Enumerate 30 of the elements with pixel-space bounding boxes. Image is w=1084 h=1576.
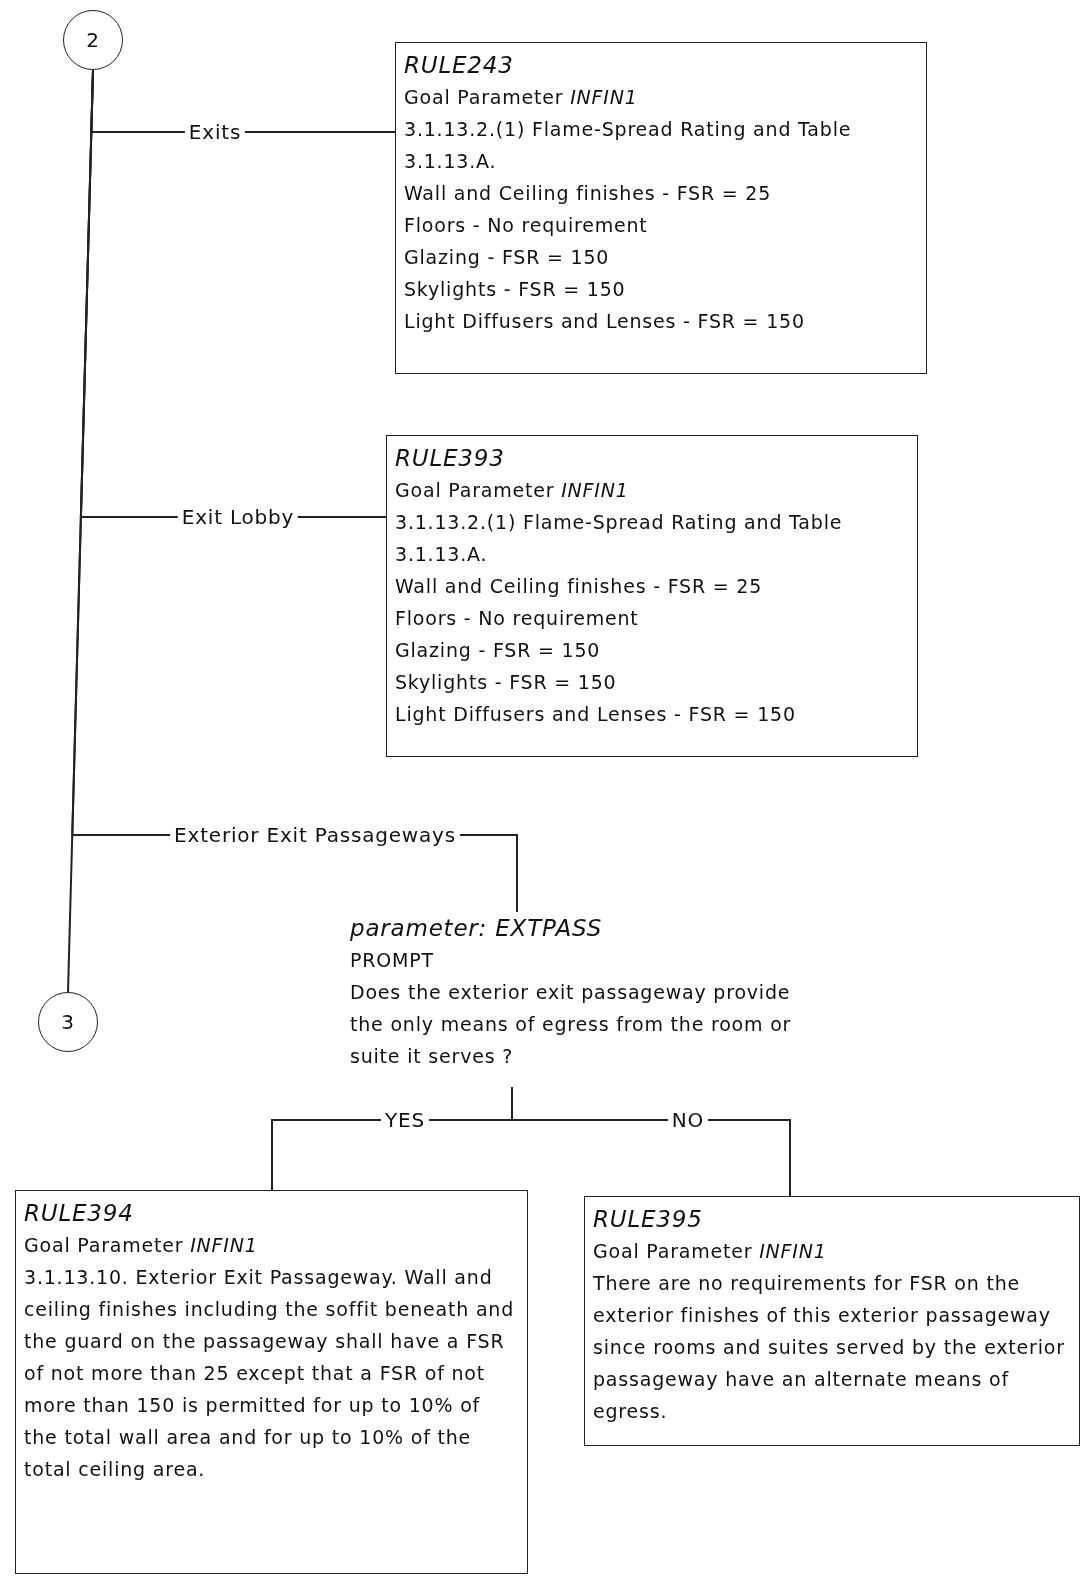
rule-text: Wall and Ceiling finishes - FSR = 25 — [404, 181, 773, 206]
rule-heading: RULE243 — [404, 51, 515, 80]
connector-line — [511, 1086, 791, 1197]
rule-text: 3.1.13.2.(1) Flame-Spread Rating and Table 3.1.13.A. — [395, 510, 844, 567]
rule-text: Skylights - FSR = 150 — [395, 670, 618, 695]
rule-text: 3.1.13.10. Exterior Exit Passageway. Wall and ceiling finishes including the soffit beneath and the guard on the passageway shall have a FSR of not more than 25 except that a FSR of not more than 150 is permitted for up to 10% of the total wall area and for up to 10% of the total ceiling area. — [24, 1265, 516, 1482]
connector-number: 3 — [61, 1009, 75, 1036]
rule-heading: RULE394 — [24, 1199, 135, 1228]
rule-text: Floors - No requirement — [404, 213, 649, 238]
connector-number: 2 — [86, 27, 100, 54]
connector-circle — [63, 10, 123, 70]
rule-text: Skylights - FSR = 150 — [404, 277, 627, 302]
rule-heading: parameter: EXTPASS — [350, 914, 604, 943]
rule-text: 3.1.13.2.(1) Flame-Spread Rating and Table 3.1.13.A. — [404, 117, 853, 174]
rule-text: Glazing - FSR = 150 — [404, 245, 611, 270]
rule-text: There are no requirements for FSR on the exterior finishes of this exterior passageway since rooms and suites served by the exterior passageway have an alternate means of egress. — [593, 1271, 1066, 1424]
rule-text: Goal Parameter INFIN1 — [404, 85, 639, 110]
rule-heading: RULE395 — [593, 1205, 704, 1234]
rule-text: Wall and Ceiling finishes - FSR = 25 — [395, 574, 764, 599]
rule-text: Light Diffusers and Lenses - FSR = 150 — [395, 702, 797, 727]
rule-text: Goal Parameter INFIN1 — [593, 1239, 828, 1264]
rule-text: Goal Parameter INFIN1 — [395, 478, 630, 503]
rule-heading: RULE393 — [395, 444, 506, 473]
rule-text: Light Diffusers and Lenses - FSR = 150 — [404, 309, 806, 334]
rule-text: Floors - No requirement — [395, 606, 640, 631]
rule-text: Goal Parameter INFIN1 — [24, 1233, 259, 1258]
connector-circle — [38, 992, 98, 1052]
rule-text: PROMPT — [350, 948, 435, 973]
rule-text: Does the exterior exit passageway provide the only means of egress from the room or suite it serves ? — [350, 980, 793, 1069]
rule-text: Glazing - FSR = 150 — [395, 638, 602, 663]
